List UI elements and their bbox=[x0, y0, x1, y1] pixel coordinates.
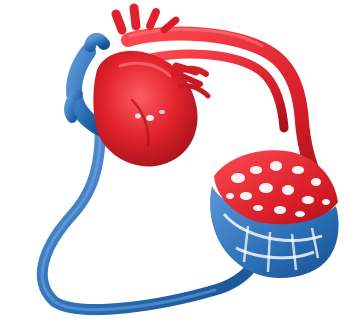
heart-icon bbox=[93, 51, 208, 167]
